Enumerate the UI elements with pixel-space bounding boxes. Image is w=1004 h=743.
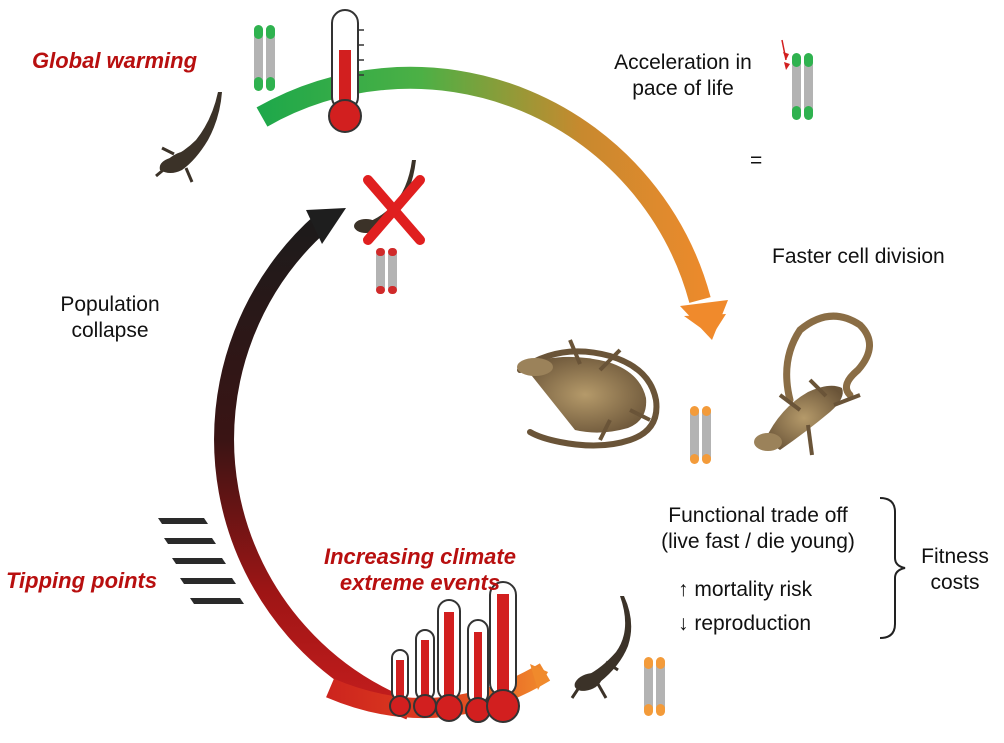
lizard-icon-bottom-right — [570, 596, 632, 699]
label-tradeoff-line1: Functional trade off — [668, 504, 848, 527]
chromosome-orange-icon — [690, 406, 711, 464]
label-population-collapse: Population collapse — [44, 292, 176, 344]
label-tradeoff-line2: (live fast / die young) — [661, 530, 855, 553]
tipping-points-stripes — [158, 518, 244, 604]
thermometers-cluster-icon — [389, 581, 520, 723]
label-tipping-points: Tipping points — [6, 568, 158, 593]
label-acceleration: Acceleration in pace of life — [596, 50, 770, 102]
label-population-line2: collapse — [71, 319, 149, 342]
label-acceleration-line1: Acceleration in — [614, 51, 752, 74]
label-fitness-costs: Fitness costs — [912, 544, 998, 596]
lizard-photo-right — [754, 312, 873, 456]
chromosome-short-red-icon — [376, 248, 397, 294]
label-faster-cell-division: Faster cell division — [772, 245, 945, 268]
label-mortality: ↑ mortality risk — [678, 578, 813, 601]
cycle-arc-left — [214, 214, 414, 720]
chromosome-green-icon — [254, 25, 275, 91]
label-equals: = — [750, 149, 763, 172]
label-extreme-events: Increasing climate extreme events — [308, 544, 532, 596]
cycle-arc-top — [256, 66, 711, 303]
label-functional-tradeoff: Functional trade off (live fast / die yo… — [640, 503, 876, 555]
label-population-line1: Population — [60, 293, 160, 316]
lizard-icon-top-left — [155, 92, 222, 183]
lizard-photo-left — [517, 339, 660, 449]
death-cross-icon — [363, 175, 425, 245]
thermometer-icon — [328, 9, 364, 133]
label-reproduction: ↓ reproduction — [678, 612, 812, 635]
chromosome-orange-bottom-icon — [644, 657, 665, 716]
label-acceleration-line2: pace of life — [632, 77, 734, 100]
label-fitness-line1: Fitness — [921, 545, 989, 568]
fitness-brace — [879, 497, 906, 639]
label-fitness-line2: costs — [930, 571, 980, 594]
label-extreme-line1: Increasing climate — [324, 544, 516, 569]
label-extreme-line2: extreme events — [339, 570, 501, 595]
label-global-warming: Global warming — [32, 48, 198, 73]
chromosome-accelerated-icon — [781, 39, 813, 120]
cycle-arrowhead-left — [306, 208, 346, 244]
